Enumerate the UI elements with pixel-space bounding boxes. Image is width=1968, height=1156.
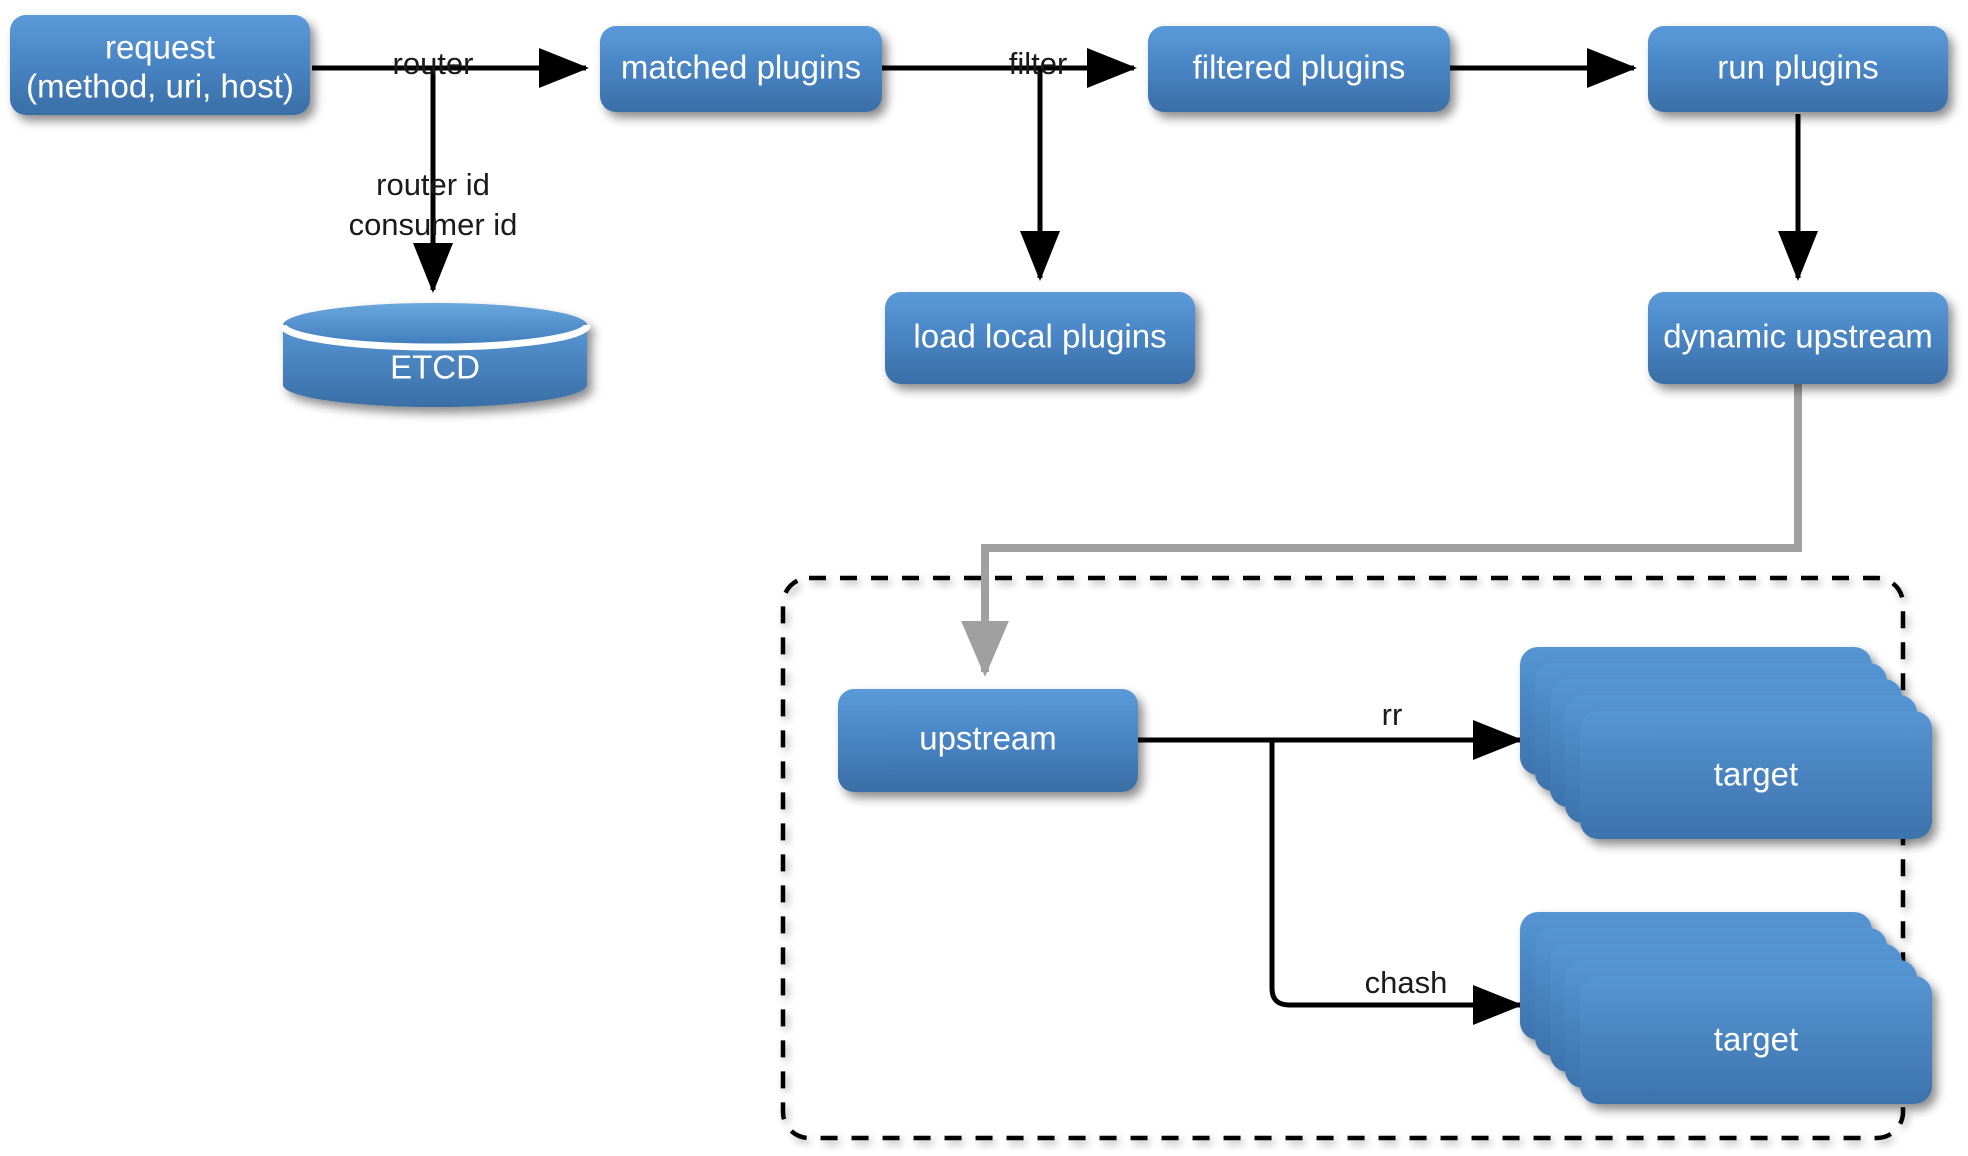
node-run-plugins[interactable]: run plugins (1648, 26, 1948, 112)
edge-label-router-id: router id (376, 167, 490, 202)
node-request-box[interactable] (10, 15, 310, 115)
node-target-rr-label: target (1714, 756, 1798, 793)
upstream-group-container (780, 575, 1906, 1141)
node-load-local-plugins-box[interactable] (885, 292, 1195, 384)
node-target-rr[interactable]: target (1520, 647, 1932, 839)
node-filtered-plugins[interactable]: filtered plugins (1148, 26, 1450, 112)
node-upstream-box[interactable] (838, 689, 1138, 792)
node-load-local-plugins-label: load local plugins (913, 318, 1166, 355)
upstream-group-border (780, 575, 1906, 1141)
node-filtered-plugins-box[interactable] (1148, 26, 1450, 112)
node-request-label-line1: request (105, 29, 215, 66)
node-dynamic-upstream[interactable]: dynamic upstream (1648, 292, 1948, 384)
node-etcd-top-ellipse (283, 303, 587, 347)
node-target-chash[interactable]: target (1520, 912, 1932, 1104)
edge-label-rr: rr (1382, 697, 1403, 732)
node-matched-plugins[interactable]: matched plugins (600, 26, 882, 112)
node-request-label-line2: (method, uri, host) (26, 68, 294, 105)
edge-label-chash: chash (1365, 965, 1448, 1000)
edge-label-consumer-id: consumer id (349, 207, 518, 242)
node-load-local-plugins[interactable]: load local plugins (885, 292, 1195, 384)
node-target-rr-card-1[interactable] (1580, 711, 1932, 839)
node-upstream-label: upstream (919, 720, 1057, 757)
node-target-chash-label: target (1714, 1021, 1798, 1058)
node-upstream[interactable]: upstream (838, 689, 1138, 792)
node-target-chash-card-1[interactable] (1580, 976, 1932, 1104)
node-request[interactable]: request (method, uri, host) (10, 15, 310, 115)
node-run-plugins-label: run plugins (1717, 49, 1878, 86)
node-filtered-plugins-label: filtered plugins (1193, 49, 1406, 86)
node-etcd[interactable]: ETCD (279, 303, 591, 407)
edge-label-filter: filter (1009, 46, 1068, 81)
edge-label-router: router (393, 46, 474, 81)
node-dynamic-upstream-label: dynamic upstream (1663, 318, 1933, 355)
node-dynamic-upstream-box[interactable] (1648, 292, 1948, 384)
node-run-plugins-box[interactable] (1648, 26, 1948, 112)
node-matched-plugins-box[interactable] (600, 26, 882, 112)
node-matched-plugins-label: matched plugins (621, 49, 861, 86)
node-etcd-rim (279, 324, 591, 351)
node-etcd-label: ETCD (390, 349, 480, 386)
edge-upstream-to-target-chash (1269, 740, 1524, 1025)
edge-dynamic-upstream-to-upstream (961, 384, 1802, 677)
edge-branch-corner-helper (1272, 740, 1300, 760)
